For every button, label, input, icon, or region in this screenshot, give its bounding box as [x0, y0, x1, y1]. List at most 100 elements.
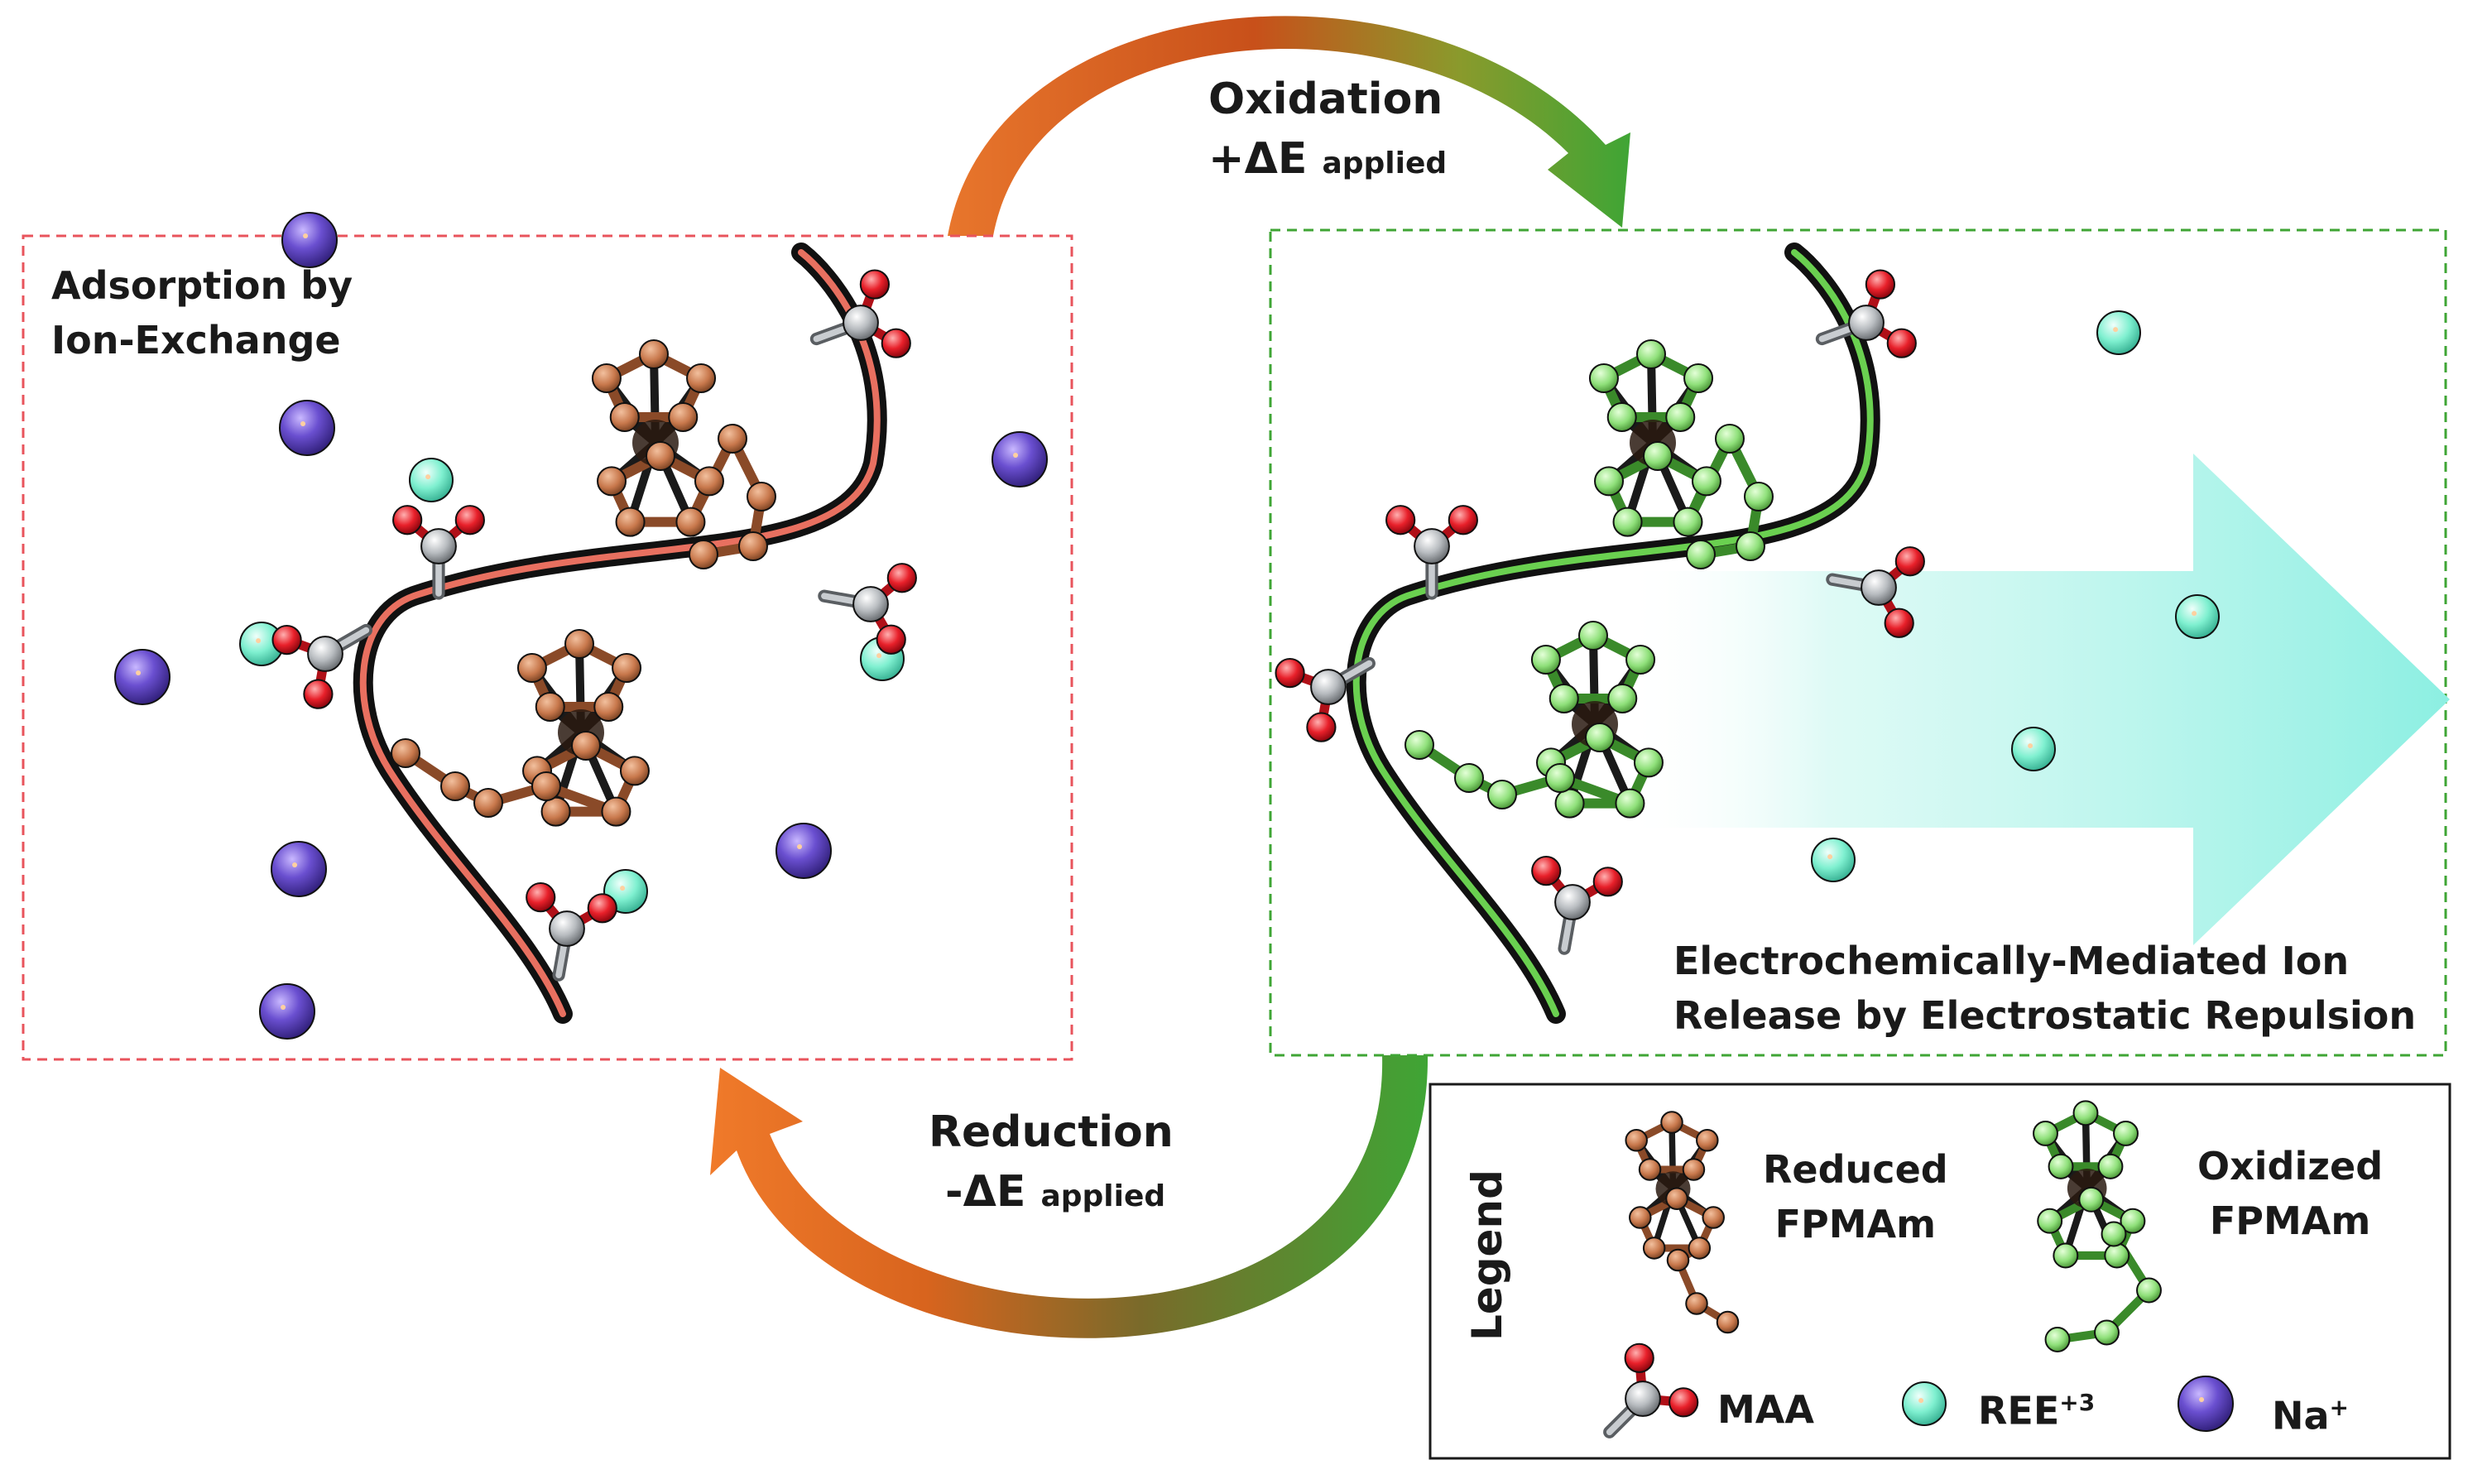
maa-group	[1385, 505, 1478, 600]
legend-ree-label: REE+3	[1978, 1388, 2096, 1434]
fpmam-atom	[1691, 466, 1721, 497]
fpmam-atom	[1696, 1129, 1719, 1152]
maa-group	[392, 505, 485, 600]
maa-carbon	[307, 636, 343, 672]
fpmam-atom	[2048, 1153, 2074, 1179]
maa-oxygen	[1448, 505, 1478, 535]
maa-group	[809, 269, 911, 358]
fpmam-atom	[1549, 683, 1579, 713]
fpmam-atom	[1660, 1111, 1683, 1134]
ion-highlight	[876, 653, 882, 659]
ion-highlight	[1827, 854, 1833, 860]
ion-highlight	[281, 1005, 286, 1011]
fpmam-atom	[1665, 401, 1696, 432]
maa-oxygen	[1894, 546, 1925, 577]
ion-highlight	[303, 233, 309, 239]
adsorption-title: Adsorption by Ion-Exchange	[51, 263, 353, 363]
legend-maa-label: MAA	[1717, 1387, 1814, 1432]
fpmam-atom	[639, 339, 669, 369]
ion-highlight	[2028, 743, 2033, 749]
fpmam-atom	[1683, 363, 1714, 394]
maa-oxygen	[881, 328, 911, 358]
fpmam-atom	[440, 771, 470, 801]
fpmam-atom	[2037, 1208, 2063, 1234]
fpmam-atom	[2094, 1319, 2120, 1346]
fpmam-atom	[747, 482, 776, 511]
ion-highlight	[1918, 1398, 1924, 1404]
maa-group	[1603, 1342, 1699, 1438]
reduction-label: Reduction	[929, 1107, 1174, 1157]
legend-oxidized-label: Oxidized FPMAm	[2197, 1144, 2384, 1243]
maa-oxygen	[1385, 505, 1416, 535]
release-caption: Electrochemically-Mediated Ion Release b…	[1673, 939, 2417, 1038]
fpmam-atom	[619, 756, 650, 786]
fpmam-atom	[1454, 763, 1484, 793]
fpmam-atom	[1629, 1206, 1652, 1229]
oxidation-arrow	[948, 16, 1630, 236]
fpmam-atom	[1716, 1310, 1740, 1334]
fpmam-atom	[1702, 1206, 1725, 1229]
fpmam-atom	[473, 788, 503, 818]
legend-reduced-label: Reduced FPMAm	[1763, 1147, 1948, 1246]
fpmam-atom	[615, 507, 646, 537]
maa-carbon	[1414, 528, 1450, 564]
ree-ion	[2096, 310, 2141, 355]
left-polymer-backbone	[353, 243, 887, 1024]
fpmam-atom	[1625, 1129, 1648, 1152]
fpmam-atom	[2053, 1242, 2079, 1269]
fpmam-atom	[1594, 466, 1625, 497]
fpmam-atom	[1666, 1248, 1690, 1272]
fpmam-atom	[1688, 1237, 1712, 1260]
ree-ion	[2011, 727, 2056, 771]
maa-oxygen	[1669, 1387, 1699, 1418]
fpmam-group	[391, 629, 650, 827]
ion-highlight	[425, 474, 431, 480]
fpmam-atom	[1638, 1158, 1662, 1181]
fpmam-group	[1404, 621, 1664, 819]
maa-carbon	[549, 910, 585, 947]
oxidation-potential-label: +ΔE applied	[1208, 134, 1448, 184]
fpmam-atom	[1636, 339, 1666, 369]
fpmam-atom	[738, 531, 768, 561]
maa-oxygen	[271, 625, 302, 656]
ree-ion	[409, 458, 454, 502]
fpmam-atom	[1625, 645, 1656, 675]
maa-oxygen	[303, 679, 334, 709]
fpmam-atom	[1607, 683, 1638, 713]
fpmam-atom	[1585, 723, 1615, 752]
fpmam-atom	[609, 401, 640, 432]
fpmam-atom	[1744, 482, 1774, 511]
maa-oxygen	[1865, 269, 1895, 300]
maa-carbon	[420, 528, 457, 564]
maa-oxygen	[886, 563, 917, 593]
fpmam-atom	[1736, 531, 1765, 561]
fpmam-atom	[646, 441, 675, 471]
ion-highlight	[1013, 453, 1019, 459]
ion-highlight	[620, 886, 626, 891]
maa-group	[818, 563, 917, 655]
ion-highlight	[2192, 611, 2197, 617]
maa-oxygen	[392, 505, 423, 535]
fpmam-group	[591, 339, 776, 569]
fpmam-atom	[1554, 788, 1585, 819]
maa-oxygen	[876, 624, 906, 655]
na-ion	[2178, 1376, 2234, 1432]
fpmam-atom	[391, 738, 420, 768]
na-ion	[775, 823, 832, 879]
fpmam-atom	[593, 691, 624, 722]
fpmam-atom	[591, 363, 622, 394]
reduction-arrow	[710, 1055, 1428, 1338]
legend-title: Legend	[1463, 1169, 1511, 1341]
fpmam-atom	[612, 653, 642, 684]
fpmam-atom	[1643, 441, 1673, 471]
fpmam-atom	[1404, 730, 1434, 760]
maa-carbon	[1554, 884, 1591, 920]
fpmam-atom	[2101, 1221, 2127, 1247]
fpmam-atom	[516, 653, 547, 684]
maa-oxygen	[454, 505, 485, 535]
reduction-potential-label: -ΔE applied	[945, 1167, 1166, 1217]
na-ion	[259, 983, 315, 1040]
fpmam-atom	[2072, 1100, 2099, 1126]
ion-highlight	[292, 862, 298, 868]
